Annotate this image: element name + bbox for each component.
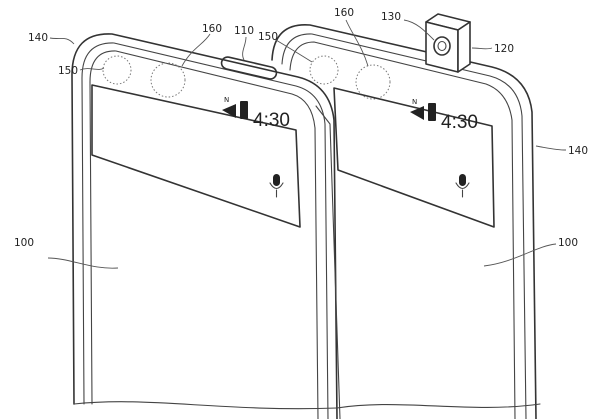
left-phone-outer-frame [71, 33, 338, 419]
callout-130: 130 [381, 11, 401, 23]
right-phone-status-time: 4:30 [441, 112, 478, 133]
left-phone-search-panel [91, 84, 301, 228]
right-phone-glass-rim [289, 41, 516, 419]
left-phone-inner-bezel [81, 42, 329, 419]
callout-140-right: 140 [568, 145, 588, 157]
right-phone-search-panel [333, 87, 495, 228]
signal-network-glyph: N [224, 96, 229, 104]
callout-150-left: 150 [58, 65, 78, 77]
microphone-icon [269, 174, 284, 198]
callout-150-right: 150 [258, 31, 278, 43]
callout-100-right: 100 [558, 237, 578, 249]
right-phone-sensor-150 [309, 55, 339, 85]
leader-lines [47, 19, 567, 269]
right-phone-sensor-160 [355, 64, 391, 100]
left-phone-sensor-160 [150, 62, 186, 98]
left-phone-notch [220, 56, 278, 80]
signal-network-glyph: N [412, 98, 417, 106]
right-phone-left-edge [315, 105, 341, 419]
left-phone-sensor-150 [102, 55, 132, 85]
left-phone-status-time: 4:30 [253, 110, 290, 131]
signal-icon [410, 106, 424, 120]
callout-100-left: 100 [14, 237, 34, 249]
signal-icon [222, 104, 236, 118]
right-phone-outer-frame [271, 24, 537, 419]
callout-120: 120 [494, 43, 514, 55]
battery-icon [240, 101, 248, 119]
callout-110: 110 [234, 25, 254, 37]
callout-labels: 140 150 160 110 150 160 130 120 140 100 … [14, 7, 588, 249]
popup-camera-module [425, 13, 471, 73]
popup-camera-lens-icon [433, 36, 451, 56]
battery-icon [428, 103, 436, 121]
callout-160-left: 160 [202, 23, 222, 35]
right-phone: N 4:30 [271, 13, 541, 419]
microphone-icon [455, 174, 470, 198]
left-phone: N 4:30 [71, 33, 338, 419]
callout-140-left: 140 [28, 32, 48, 44]
callout-160-right: 160 [334, 7, 354, 19]
right-phone-inner-bezel [281, 33, 527, 419]
left-phone-cut-edge [73, 401, 338, 410]
right-phone-cut-edge [336, 403, 541, 409]
left-phone-glass-rim [89, 50, 319, 419]
